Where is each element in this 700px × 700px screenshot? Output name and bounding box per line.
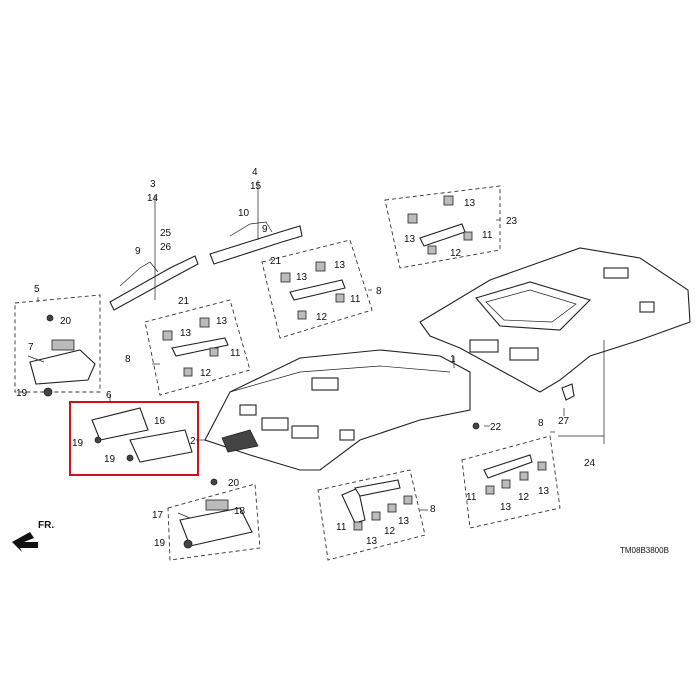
clip-22[interactable]	[472, 422, 480, 430]
callout-11-lower: 11	[336, 522, 347, 533]
callout-21-left: 21	[178, 296, 190, 307]
leader-lines	[27, 180, 565, 519]
callout-23: 23	[506, 216, 518, 227]
callout-19-bottom: 19	[154, 538, 166, 549]
callout-7: 7	[28, 342, 34, 353]
callout-17: 17	[152, 510, 164, 521]
callout-13-center-a: 13	[296, 272, 308, 283]
leader-24-bracket	[558, 340, 605, 444]
sun-visor-highlighted[interactable]	[91, 407, 193, 463]
diagram-code: TM08B3800B	[620, 546, 669, 555]
callout-5: 5	[34, 284, 40, 295]
callout-21-center: 21	[270, 256, 282, 267]
callout-26: 26	[160, 242, 172, 253]
callout-11-center: 11	[350, 294, 361, 305]
callout-6: 6	[106, 390, 112, 401]
callout-13-right-a: 13	[500, 502, 512, 513]
front-arrow-icon	[12, 532, 38, 552]
callout-10: 10	[238, 208, 250, 219]
grab-rail-group-center-box	[261, 239, 373, 339]
callout-14: 14	[147, 193, 159, 204]
callout-13-lower-a: 13	[366, 536, 378, 547]
callout-8-right: 8	[538, 418, 544, 429]
callout-9-left: 9	[135, 246, 141, 257]
callout-15: 15	[250, 181, 262, 192]
callout-9-center: 9	[262, 224, 268, 235]
callout-13-rear-a: 13	[464, 198, 476, 209]
callout-8-lower: 8	[430, 504, 436, 515]
callout-13-rear-b: 13	[404, 234, 416, 245]
callout-11-right: 11	[466, 492, 477, 503]
callout-13-left-a: 13	[180, 328, 192, 339]
callout-4: 4	[252, 167, 258, 178]
callout-13-lower-b: 13	[398, 516, 410, 527]
callout-13-right-b: 13	[538, 486, 550, 497]
callout-2: 2	[190, 436, 196, 447]
sun-visor-top-left[interactable]	[29, 314, 96, 397]
callout-1: 1	[450, 354, 456, 365]
callout-11-left: 11	[230, 348, 241, 359]
front-marker: FR.	[38, 520, 54, 531]
callout-19-hl-a: 19	[72, 438, 84, 449]
callout-3: 3	[150, 179, 156, 190]
callout-11-rear: 11	[482, 230, 493, 241]
callout-19-hl-b: 19	[104, 454, 116, 465]
callout-12-rear: 12	[450, 248, 462, 259]
callout-8-left: 8	[125, 354, 131, 365]
callout-12-left: 12	[200, 368, 212, 379]
callout-12-lower: 12	[384, 526, 396, 537]
callout-8-center: 8	[376, 286, 382, 297]
highlight-box	[69, 401, 199, 476]
grab-rail-left[interactable]	[162, 317, 229, 377]
callout-24: 24	[584, 458, 596, 469]
clip-27[interactable]	[561, 383, 575, 401]
callout-18: 18	[234, 506, 246, 517]
visor-group-top-left-box	[14, 294, 101, 393]
callout-labels: 3 14 25 26 9 21 4 15 10 9 21 5 20 7 19 8…	[16, 167, 596, 549]
callout-20-bottom: 20	[228, 478, 240, 489]
grab-rail-lower-center[interactable]	[341, 479, 413, 531]
callout-12-center: 12	[316, 312, 328, 323]
visor-group-bottom-box	[167, 483, 261, 561]
callout-22: 22	[490, 422, 502, 433]
callout-12-right: 12	[518, 492, 530, 503]
callout-19-top: 19	[16, 388, 28, 399]
harness-center[interactable]	[209, 221, 303, 265]
callout-25: 25	[160, 228, 172, 239]
grab-rail-group-rear-box	[384, 185, 501, 269]
headliner-front[interactable]	[204, 349, 471, 471]
callout-13-center-b: 13	[334, 260, 346, 271]
callout-16: 16	[154, 416, 166, 427]
grab-rail-group-left-box	[144, 299, 251, 396]
headliner-rear[interactable]	[419, 247, 691, 393]
callout-13-left-b: 13	[216, 316, 228, 327]
callout-27: 27	[558, 416, 570, 427]
callout-20-top: 20	[60, 316, 72, 327]
harness-left[interactable]	[109, 255, 199, 311]
grab-rail-lower-right[interactable]	[483, 454, 547, 495]
grab-rail-group-lower-right-box	[461, 435, 561, 529]
grab-rail-rear[interactable]	[407, 195, 473, 255]
sun-visor-bottom[interactable]	[179, 478, 253, 549]
grab-rail-center[interactable]	[280, 261, 346, 320]
